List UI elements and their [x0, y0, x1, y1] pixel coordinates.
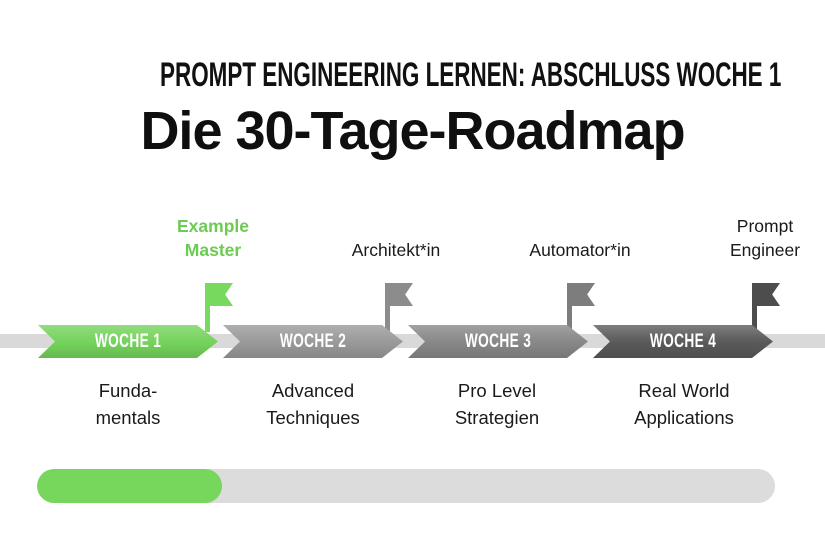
arrow-label-week3: WOCHE 3	[464, 330, 532, 352]
timeline-arrow-week3: WOCHE 3	[408, 325, 588, 358]
milestone-line: Example	[177, 216, 249, 236]
page-title: Die 30-Tage-Roadmap	[140, 101, 685, 161]
eyebrow-text: PROMPT ENGINEERING LERNEN: ABSCHLUSS WOC…	[160, 55, 782, 95]
eyebrow-wrap: PROMPT ENGINEERING LERNEN: ABSCHLUSS WOC…	[0, 56, 825, 95]
milestone-line: Engineer	[729, 240, 801, 260]
description-line: Pro Level	[457, 380, 537, 401]
description-week3: Pro Level Strategien	[392, 377, 602, 431]
description-line: Real World	[638, 380, 730, 401]
description-line: Advanced	[271, 380, 355, 401]
milestone-line: Prompt	[736, 216, 794, 236]
timeline-arrow-week1: WOCHE 1	[38, 325, 218, 358]
milestone-line: Architekt*in	[351, 240, 441, 260]
flag-icon-week1	[205, 283, 233, 306]
description-week2: Advanced Techniques	[208, 377, 418, 431]
flag-icon-week3	[567, 283, 595, 306]
arrow-label-week2: WOCHE 2	[279, 330, 347, 352]
description-line: Techniques	[266, 407, 360, 428]
description-week4: Real World Applications	[579, 377, 789, 431]
progress-bar-track	[37, 469, 775, 503]
flag-icon-week2	[385, 283, 413, 306]
description-line: Applications	[634, 407, 734, 428]
description-week1: Funda- mentals	[23, 377, 233, 431]
milestone-label-week4: Prompt Engineer	[680, 212, 825, 262]
flag-pole-week4	[752, 283, 757, 332]
arrow-label-week4: WOCHE 4	[649, 330, 717, 352]
flag-icon-week4	[752, 283, 780, 306]
milestone-label-week1: Example Master	[128, 212, 298, 262]
progress-bar-fill	[37, 469, 222, 503]
description-line: Strategien	[454, 407, 540, 428]
timeline-arrow-week2: WOCHE 2	[223, 325, 403, 358]
milestone-line: Master	[184, 240, 242, 260]
milestone-label-week3: Automator*in	[495, 212, 665, 262]
milestone-line: Automator*in	[529, 240, 631, 260]
flag-pole-week1	[205, 283, 210, 332]
description-line: mentals	[95, 407, 161, 428]
milestone-label-week2: Architekt*in	[311, 212, 481, 262]
description-line: Funda-	[98, 380, 158, 401]
flag-pole-week3	[567, 283, 572, 332]
arrow-label-week1: WOCHE 1	[94, 330, 162, 352]
timeline-arrow-week4: WOCHE 4	[593, 325, 773, 358]
flag-pole-week2	[385, 283, 390, 332]
